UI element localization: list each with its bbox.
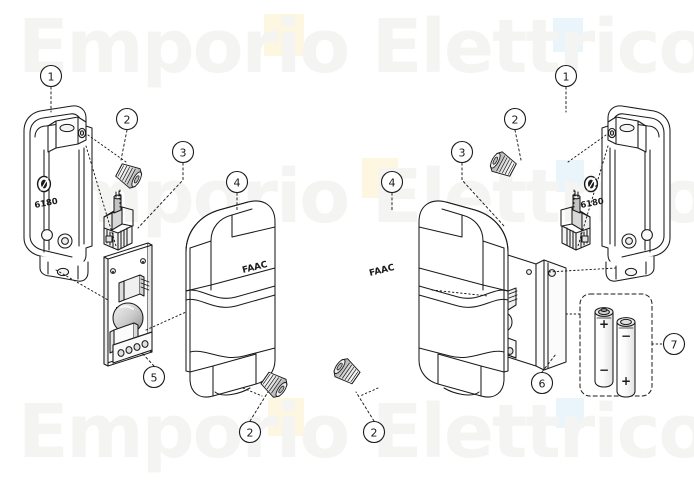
part-lens-bracket-left: [103, 190, 134, 251]
callout-1-right[interactable]: 1: [554, 64, 578, 88]
part-screw-right-upper: [486, 148, 519, 181]
callout-3-right[interactable]: 3: [450, 140, 474, 164]
callout-2-right-lower[interactable]: 2: [362, 420, 386, 444]
callout-leaders: [50, 86, 567, 422]
battery-right-bottom-terminal: +: [621, 374, 631, 388]
battery-left-top-terminal: +: [599, 317, 609, 331]
callout-4-left[interactable]: 4: [225, 170, 249, 194]
part-cover-left: FAAC: [185, 200, 276, 398]
callout-1-left[interactable]: 1: [39, 64, 63, 88]
callout-7-right-label: 7: [671, 339, 678, 352]
part-back-plate-left: 6180: [23, 105, 93, 282]
battery-box-outline: [579, 293, 653, 397]
callout-6-right[interactable]: 6: [530, 371, 554, 395]
callout-2-right-lower-label: 2: [371, 427, 378, 440]
part-cover-right: [418, 200, 509, 398]
battery-left: + −: [594, 307, 614, 388]
plate-code-right: 6180: [580, 197, 605, 211]
callout-balloons: 1 2 3 4 5: [39, 64, 686, 444]
callout-5-left[interactable]: 5: [142, 365, 166, 389]
part-lens-bracket-right: [560, 190, 591, 251]
callout-2-left-upper[interactable]: 2: [115, 107, 139, 131]
plate-logo-right: [583, 175, 599, 193]
callout-2-right-upper-label: 2: [512, 114, 519, 127]
callout-6-right-label: 6: [539, 378, 546, 391]
callout-3-left[interactable]: 3: [171, 140, 195, 164]
callout-7-right[interactable]: 7: [662, 332, 686, 356]
callout-2-right-upper[interactable]: 2: [503, 107, 527, 131]
callout-1-left-label: 1: [48, 71, 55, 84]
part-pcb-left: [103, 242, 153, 367]
plate-code-left: 6180: [34, 197, 59, 211]
callout-1-right-label: 1: [563, 71, 570, 84]
callout-5-left-label: 5: [151, 372, 158, 385]
part-batteries-detail: + − − +: [579, 293, 653, 398]
callout-2-left-upper-label: 2: [124, 114, 131, 127]
part-screw-right-lower: [330, 355, 363, 388]
battery-right: − +: [616, 317, 636, 398]
plate-logo-left: [36, 175, 52, 193]
callout-3-right-label: 3: [459, 147, 466, 160]
callout-3-left-label: 3: [180, 147, 187, 160]
callout-2-left-lower[interactable]: 2: [238, 420, 262, 444]
callout-2-left-lower-label: 2: [247, 427, 254, 440]
callout-4-left-label: 4: [234, 177, 241, 190]
part-screw-left-upper: [113, 159, 146, 192]
battery-left-bottom-terminal: −: [599, 363, 609, 377]
callout-4-right-label: 4: [389, 177, 396, 190]
part-back-plate-right: [601, 105, 671, 282]
cover-brand-right: FAAC: [368, 263, 396, 279]
assembly-lines: [55, 134, 664, 397]
battery-right-top-terminal: −: [621, 329, 631, 343]
callout-4-right[interactable]: 4: [380, 170, 404, 194]
